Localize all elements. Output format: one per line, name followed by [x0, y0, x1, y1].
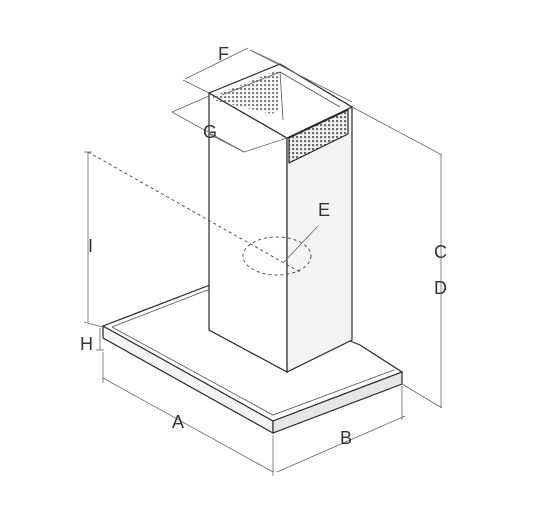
label-A: A — [172, 412, 184, 432]
dimension-G — [171, 95, 288, 153]
dimension-I — [83, 151, 107, 329]
dimension-A — [102, 352, 274, 476]
label-I: I — [88, 236, 93, 256]
vent-grille-left — [213, 70, 278, 114]
outlet-leader — [283, 225, 319, 263]
dimension-B — [276, 386, 406, 473]
dimension-C-D — [351, 106, 443, 409]
label-C: C — [434, 242, 447, 262]
dimension-H — [96, 328, 104, 351]
outlet-circle — [242, 236, 312, 276]
height-reference-dashed — [87, 151, 301, 273]
label-E: E — [318, 200, 330, 220]
label-H: H — [80, 334, 93, 354]
hood-chimney — [207, 63, 354, 374]
vent-grille-right — [289, 110, 348, 163]
label-F: F — [218, 44, 229, 64]
label-B: B — [340, 428, 352, 448]
label-G: G — [203, 122, 217, 142]
dimension-F — [182, 47, 353, 103]
label-D: D — [434, 278, 447, 298]
